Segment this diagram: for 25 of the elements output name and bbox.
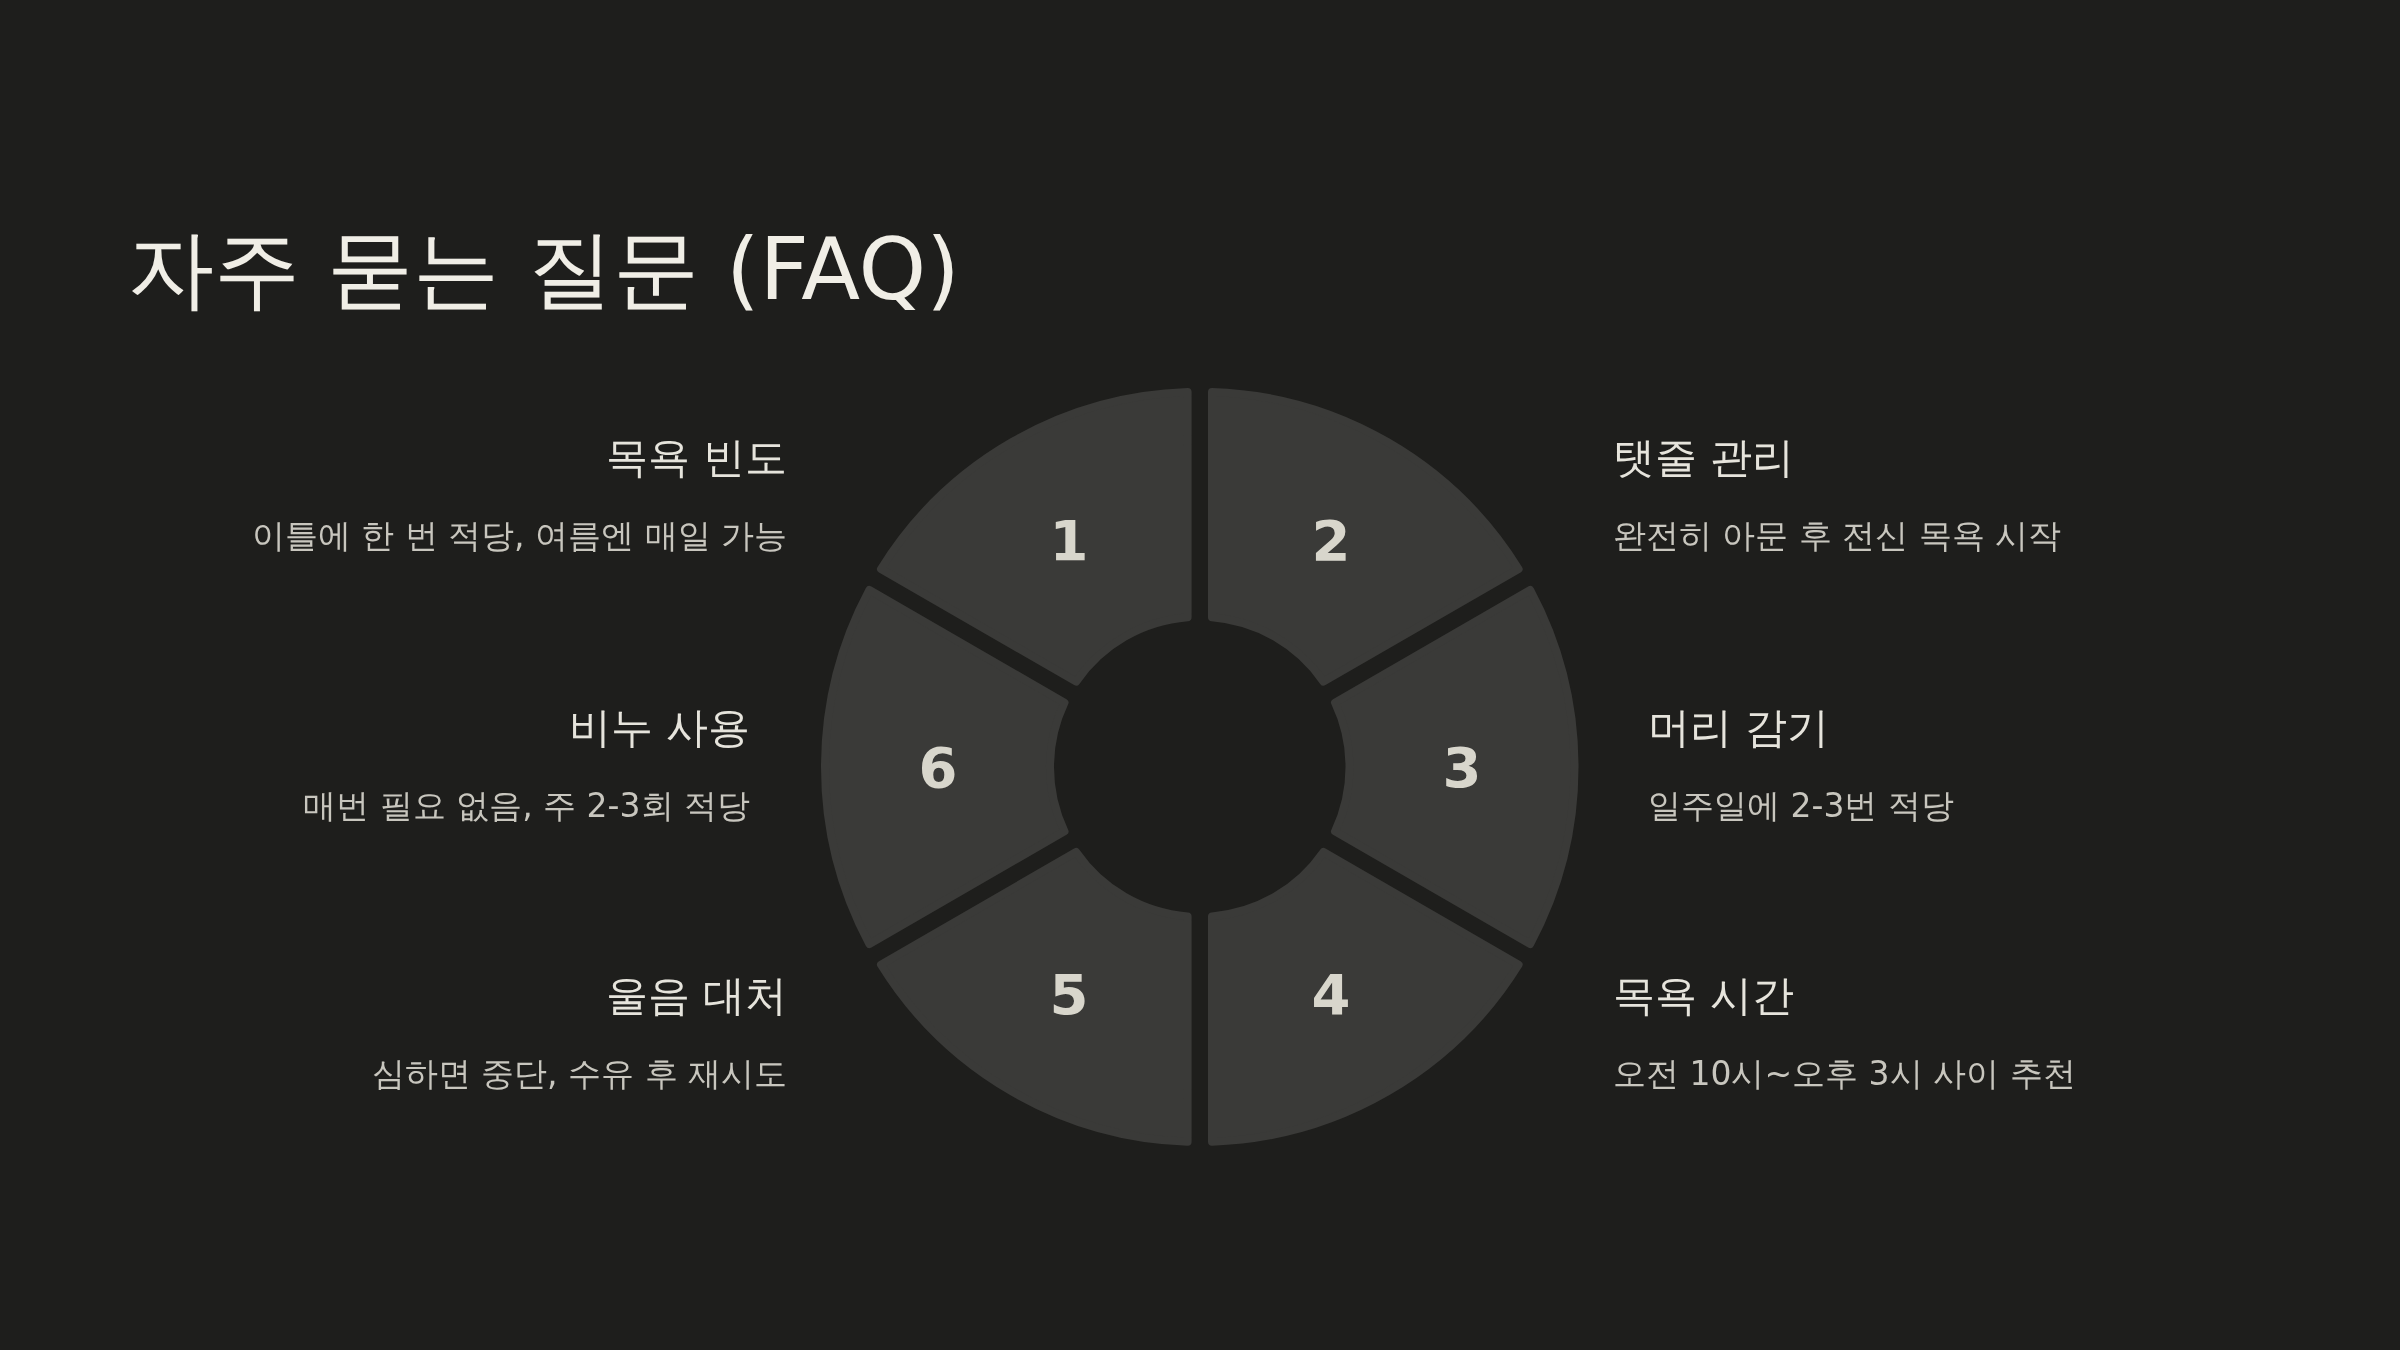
- segment-number: 3: [1442, 734, 1482, 800]
- segment-number: 2: [1311, 507, 1351, 573]
- ring-segment: [1207, 387, 1524, 687]
- ring-segment: [1207, 847, 1524, 1147]
- faq-answer: 완전히 아문 후 전신 목욕 시작: [1613, 514, 2062, 557]
- segment-number: 1: [1049, 507, 1089, 573]
- segment-number: 4: [1311, 961, 1351, 1027]
- faq-answer: 심하면 중단, 수유 후 재시도: [371, 1052, 787, 1095]
- faq-heading: 머리 감기: [1648, 702, 1830, 754]
- faq-heading: 목욕 시간: [1613, 970, 1795, 1022]
- segment-number: 6: [918, 734, 958, 800]
- faq-heading: 비누 사용: [568, 702, 750, 754]
- faq-heading: 목욕 빈도: [605, 432, 787, 484]
- faq-heading: 탯줄 관리: [1613, 432, 1795, 484]
- page-title: 자주 묻는 질문 (FAQ): [128, 218, 960, 321]
- faq-answer: 매번 필요 없음, 주 2-3회 적당: [303, 784, 750, 827]
- faq-answer: 오전 10시~오후 3시 사이 추천: [1613, 1052, 2076, 1095]
- ring-segment: [876, 847, 1193, 1147]
- faq-heading: 울음 대처: [605, 970, 787, 1022]
- faq-answer: 이틀에 한 번 적당, 여름엔 매일 가능: [251, 514, 787, 557]
- faq-answer: 일주일에 2-3번 적당: [1648, 784, 1954, 827]
- ring-segment: [820, 585, 1070, 949]
- segment-number: 5: [1049, 961, 1089, 1027]
- ring-segment: [876, 387, 1193, 687]
- ring-segment: [1330, 585, 1580, 949]
